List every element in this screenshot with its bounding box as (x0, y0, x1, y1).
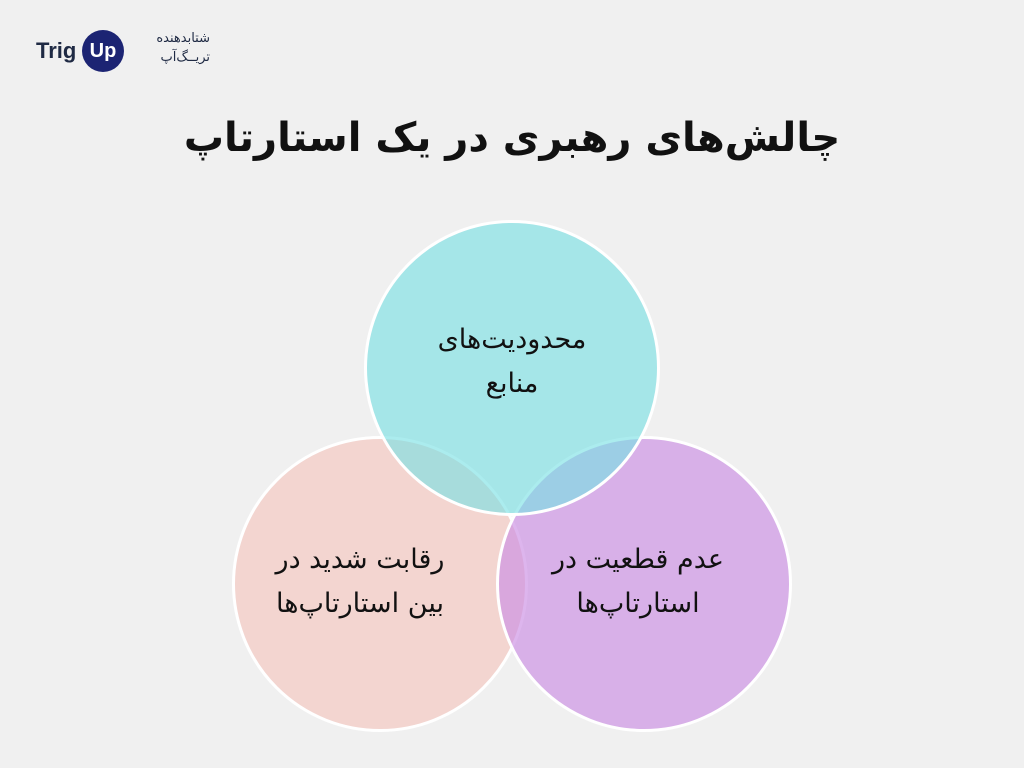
circle-label-uncertainty: عدم قطعیت در استارتاپ‌ها (518, 538, 758, 626)
label-line-1: محدودیت‌های (437, 324, 587, 355)
circle-label-resource-limits: محدودیت‌های منابع (392, 318, 632, 406)
label-line-1: عدم قطعیت در (552, 544, 724, 575)
label-line-1: رقابت شدید در (275, 544, 445, 575)
logo-up-badge: Up (82, 30, 124, 72)
label-line-2: استارتاپ‌ها (576, 588, 700, 619)
label-line-2: منابع (485, 368, 539, 399)
diagram-title: چالش‌های رهبری در یک استارتاپ (183, 115, 841, 161)
logo-persian-line-2: تریــگ‌آپ (160, 50, 210, 65)
brand-logo: Trig Up شتابدهنده تریــگ‌آپ (36, 26, 216, 82)
logo-persian-line-1: شتابدهنده (156, 31, 210, 46)
circle-resource-limits (364, 220, 660, 516)
circle-label-competition: رقابت شدید در بین استارتاپ‌ها (240, 538, 480, 626)
label-line-2: بین استارتاپ‌ها (276, 588, 444, 619)
logo-text-trig: Trig (36, 38, 77, 63)
